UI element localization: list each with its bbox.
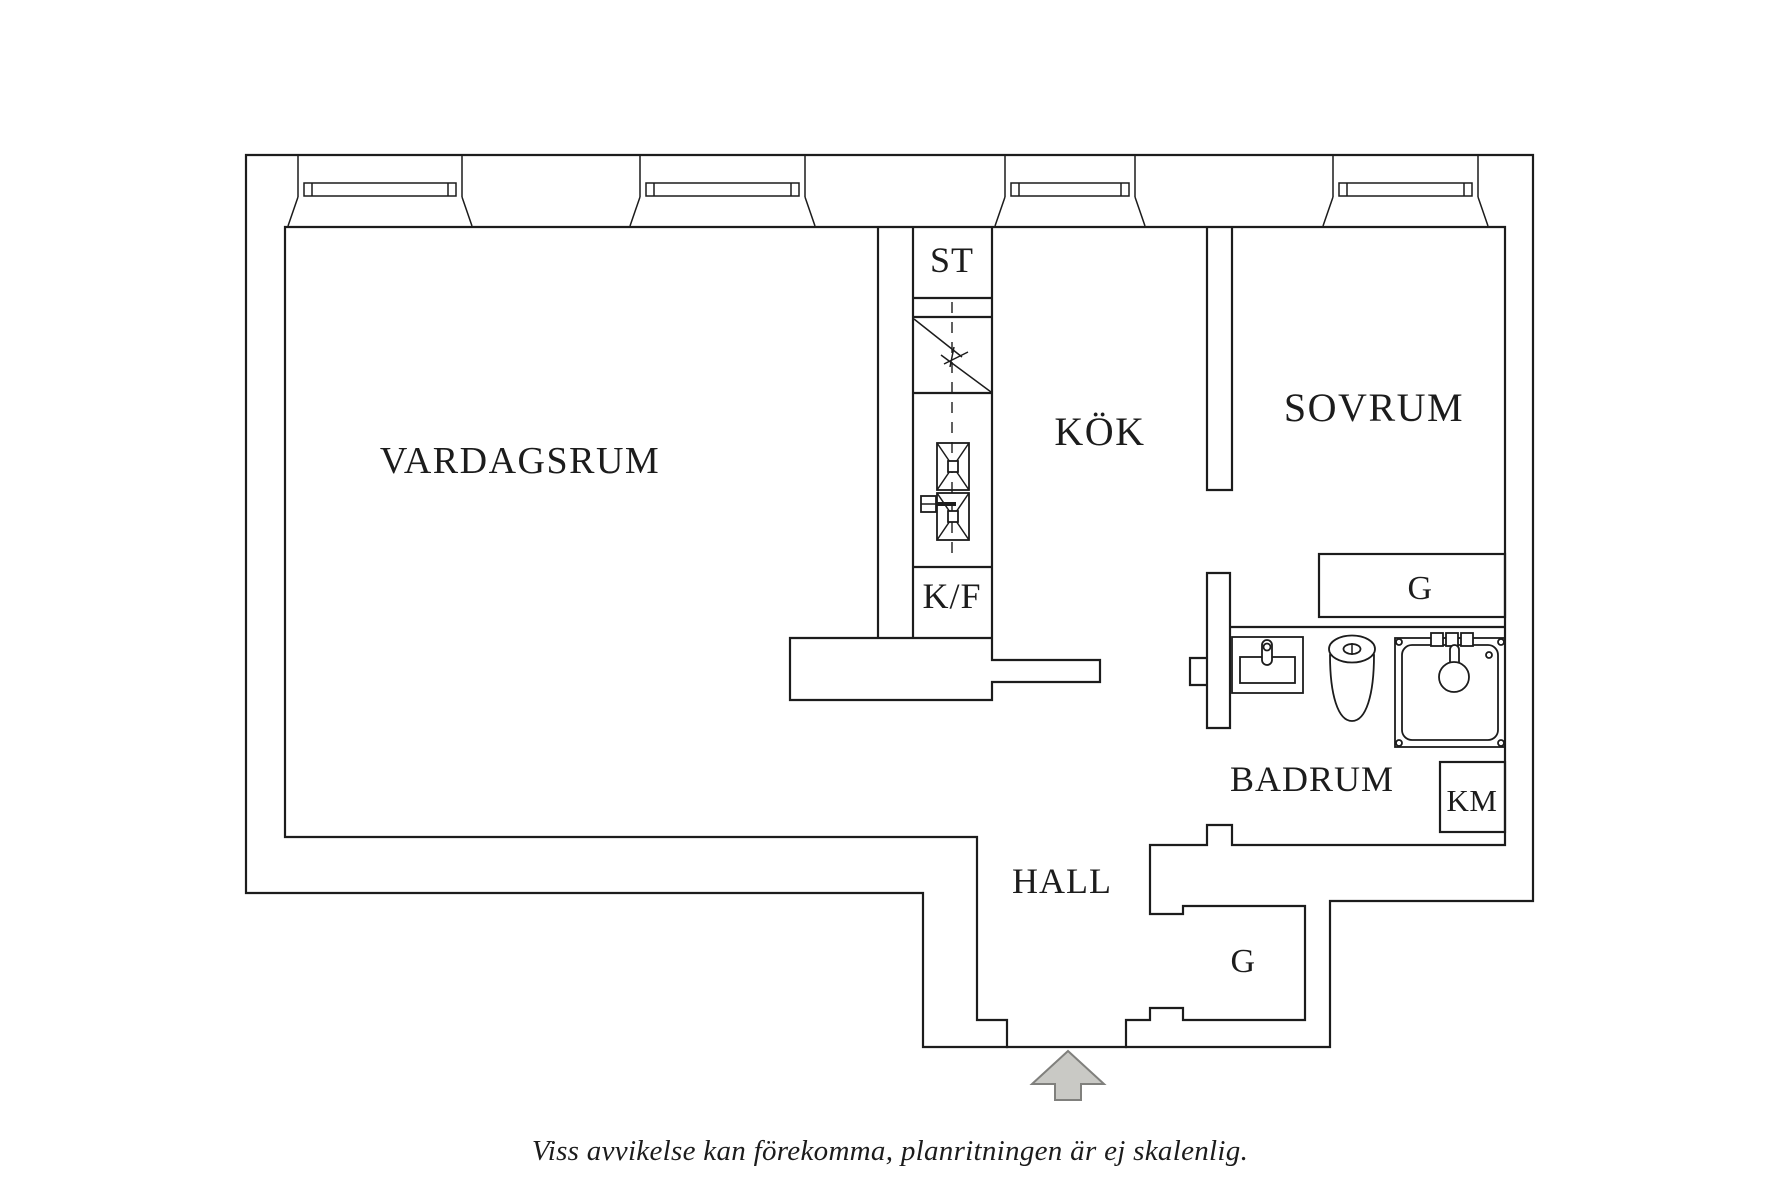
bathroom-label: BADRUM [1230,759,1394,799]
inner-walls [283,225,1507,1049]
entrance-arrow-icon [1029,1049,1107,1101]
stove-burner-symbol-upper [936,442,970,491]
living-room-label: VARDAGSRUM [380,440,660,482]
bathroom-sink-symbol [1231,636,1304,694]
stove-burner-symbol-lower [936,492,970,541]
kitchen-counter-strip [913,302,992,558]
toilet-symbol [1328,634,1376,722]
disclaimer-caption: Viss avvikelse kan förekomma, planritnin… [532,1135,1248,1167]
fridge-freezer-label: K/F [922,576,981,616]
hall-label: HALL [1012,861,1112,901]
cabinet-diagonal-symbol [913,318,992,393]
window-icon-2 [629,155,816,227]
window-icon-4 [1322,155,1489,227]
washing-machine-label: KM [1447,783,1498,818]
walls [244,153,1535,1049]
bedroom-label: SOVRUM [1284,385,1464,430]
kitchen-faucet-symbol [920,495,956,513]
closet-label: ST [930,240,974,280]
washing-machine-box [1438,760,1507,834]
kitchen-label: KÖK [1054,409,1145,454]
window-icon-1 [287,155,473,227]
shower-symbol [1394,632,1506,748]
bedroom-wardrobe-label: G [1407,570,1432,607]
outer-wall [244,153,1535,1049]
window-icon-3 [994,155,1146,227]
hall-wardrobe-label: G [1230,943,1255,980]
bedroom-wardrobe-box [1317,552,1507,619]
